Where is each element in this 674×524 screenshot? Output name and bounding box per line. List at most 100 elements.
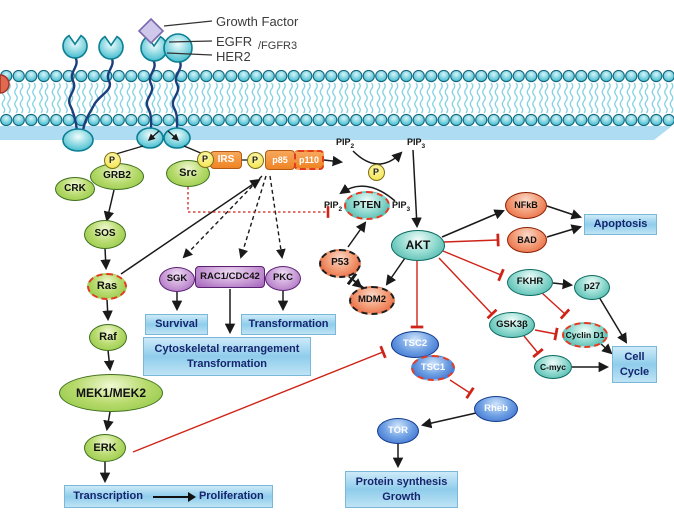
node-mek: MEK1/MEK2 (59, 374, 163, 412)
node-akt: AKT (391, 229, 445, 261)
outcome-box-survival: Survival (145, 314, 208, 335)
arrow-ras-raf (102, 298, 113, 322)
label-pointer-lines (163, 20, 213, 56)
edge-receptor-fragment (0, 74, 10, 94)
node-pkc: PKC (265, 265, 301, 291)
node-rac1-cdc42: RAC1/CDC42 (195, 266, 265, 288)
receptor-cup-icon (98, 35, 124, 60)
phospho-badge-p-p85: P (246, 151, 264, 169)
outcome-box-line: Transformation (186, 357, 268, 370)
growth-factor-ligand-icon (137, 17, 165, 45)
fgfr3-label: /FGFR3 (258, 40, 298, 52)
arrow-akt-nfkb (441, 209, 505, 238)
outcome-box-line: Cell (624, 351, 645, 364)
transcription-label: Transcription (73, 490, 143, 503)
dashed-arrow-pi3k-pkc (269, 175, 286, 259)
arrow-p53-pten (347, 221, 367, 248)
node-rheb: Rheb (474, 396, 518, 422)
node-mdm2: MDM2 (349, 285, 395, 315)
node-gsk3b: GSK3β (489, 312, 535, 338)
label-pip2-mid: PIP2 (324, 200, 343, 213)
transmembrane-helices (67, 56, 182, 133)
proliferation-label: Proliferation (198, 490, 264, 503)
node-p85: p85 (265, 150, 295, 170)
node-raf: Raf (89, 323, 127, 351)
label-pip3-mid: PIP3 (392, 200, 411, 213)
phospho-badge-p-pip: P (367, 163, 385, 181)
her2-label: HER2 (216, 49, 251, 64)
outcome-box-line: Growth (382, 490, 421, 503)
inhibit-erk-tsc2 (132, 345, 387, 453)
lobe-to-p-link (115, 145, 144, 155)
outcome-box-line: Cytoskeletal rearrangement (154, 343, 300, 356)
arrow-nfkb-apoptosis (546, 205, 582, 220)
phospho-badge-p-irs: P (196, 150, 214, 168)
node-tor: TOR (377, 418, 419, 444)
inhibit-src-pten-dotted (187, 187, 330, 218)
node-bad: BAD (507, 227, 547, 253)
node-tsc1: TSC1 (411, 355, 455, 381)
phospho-badge-p-grb2: P (103, 151, 121, 169)
node-erk: ERK (84, 434, 126, 462)
outcome-box-line: Survival (155, 318, 198, 331)
node-tsc2: TSC2 (391, 330, 439, 358)
node-ras: Ras (87, 272, 127, 300)
inhibit-fkhr-cyclind1 (541, 292, 571, 320)
arrow-pi3k-pip (323, 155, 344, 167)
node-sgk: SGK (159, 266, 195, 292)
inhibit-akt-gsk3b (438, 257, 498, 320)
outcome-box-line: Protein synthesis (355, 476, 448, 489)
growth-factor-label: Growth Factor (216, 14, 299, 29)
inhibit-gsk3b-cyclind1 (534, 327, 559, 341)
arrow-fkhr-p27 (552, 278, 574, 290)
autophosphorylation-arrow (167, 130, 180, 141)
arrow-pip3-pip2-pten-curve (339, 183, 396, 202)
outcome-box-line: Transformation (248, 318, 329, 331)
outcome-box-line: Cycle (619, 365, 650, 378)
node-irs: IRS (210, 151, 242, 169)
inhibit-gsk3b-cmyc (523, 335, 544, 359)
node-sos: SOS (84, 219, 126, 249)
node-p53: P53 (319, 248, 361, 278)
transcription-proliferation-box: Transcription Proliferation (64, 485, 273, 508)
arrow-rheb-tor (420, 412, 477, 429)
receptor-tail-blob-icon (62, 128, 94, 152)
node-p110: p110 (294, 150, 324, 170)
arrow-akt-mdm2 (385, 257, 406, 286)
label-pip3-top: PIP3 (407, 137, 426, 150)
label-pip2-top: PIP2 (336, 137, 355, 150)
arrow-grb2-sos (103, 189, 115, 223)
arrow-bad-apoptosis (546, 224, 583, 238)
arrow-sos-ras (100, 247, 111, 271)
node-cyclin-d1: Cyclin D1 (562, 322, 608, 348)
node-pten: PTEN (344, 190, 390, 220)
inhibit-akt-bad (443, 233, 500, 247)
egfr-label: EGFR (216, 34, 253, 49)
arrow-mek-erk (103, 411, 114, 432)
lipid-bilayer (0, 70, 674, 126)
node-c-myc: C-myc (534, 355, 572, 379)
node-fkhr: FKHR (507, 268, 553, 296)
inhibit-tsc1-rheb (449, 379, 475, 400)
egfr-receptor-icon (140, 35, 168, 62)
her2-receptor-icon (163, 33, 193, 63)
outcome-box-apoptosis: Apoptosis (584, 214, 657, 235)
arrow-pip3-akt (411, 149, 422, 229)
transcription-arrow (152, 491, 196, 502)
node-p27: p27 (574, 274, 610, 300)
arrow-ras-pi3k (120, 178, 261, 275)
dashed-arrow-pi3k-rac1 (238, 175, 267, 259)
arrow-pip2-pip3-curve (352, 150, 403, 165)
outcome-box-line: Apoptosis (593, 218, 648, 231)
arrow-raf-mek (103, 349, 115, 372)
inhibit-akt-fkhr (442, 250, 505, 282)
outcome-box-transformation: Transformation (241, 314, 336, 335)
node-nfkb: NFkB (505, 191, 547, 219)
autophosphorylation-arrow (147, 130, 160, 141)
dashed-arrow-pi3k-sgk (182, 175, 263, 259)
